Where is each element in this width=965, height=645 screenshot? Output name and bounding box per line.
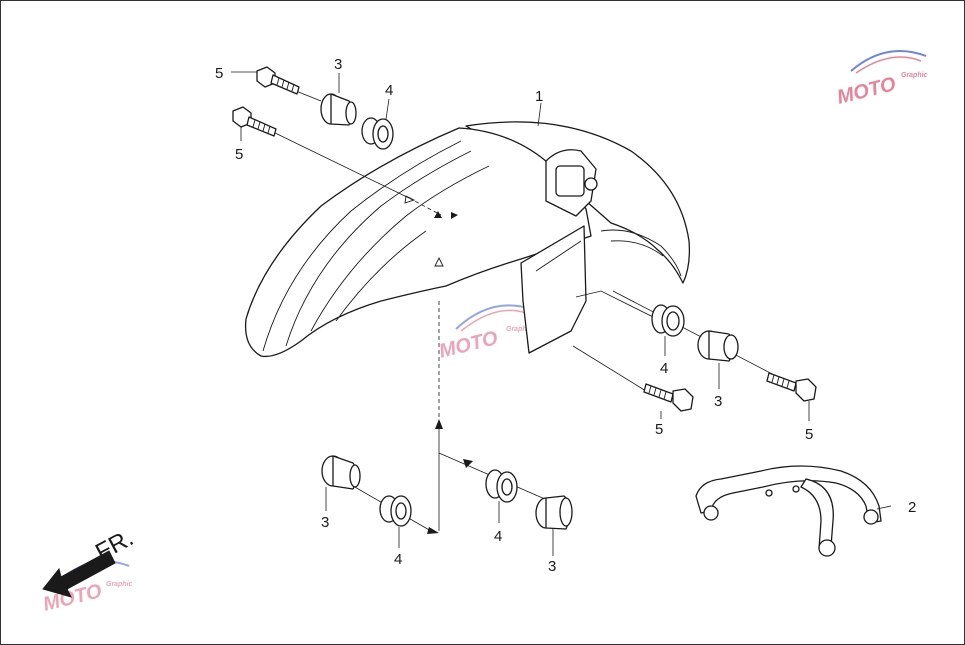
callout-3-top: 3: [334, 56, 342, 73]
bolt-top-2: [232, 106, 277, 137]
callout-1: 1: [535, 88, 543, 105]
collar-bottom-left: [321, 455, 361, 490]
arrow-icon: [42, 550, 116, 598]
callout-5-right-1: 5: [655, 421, 663, 438]
watermark-text: MOTO: [437, 327, 501, 363]
callout-4-bottom-right: 4: [494, 528, 502, 545]
watermark-subtext: Graphic: [106, 581, 133, 588]
bolt-right-1: [643, 383, 694, 412]
callout-5-right-2: 5: [805, 426, 813, 443]
callout-5-top-1: 5: [215, 65, 223, 82]
watermark-text: MOTO: [835, 73, 899, 109]
callout-5-top-2: 5: [235, 146, 243, 163]
grommet-right: [651, 304, 685, 337]
watermark-logo-center: MOTO Graphic: [437, 304, 533, 363]
watermark-subtext: Graphic: [506, 326, 533, 333]
callout-4-top: 4: [385, 82, 393, 99]
collar-bottom-right: [535, 495, 573, 530]
callout-3-bottom-right: 3: [548, 558, 556, 575]
watermark-logo-top-right: MOTO Graphic: [835, 50, 928, 109]
callout-3-right: 3: [714, 393, 722, 410]
callout-4-bottom-left: 4: [394, 551, 402, 568]
grommet-bottom-right: [485, 469, 518, 503]
front-fender: [244, 121, 691, 358]
collar-top: [320, 93, 357, 126]
callout-3-bottom-left: 3: [321, 514, 329, 531]
callouts: 1 2 3 3 3 3 4 4 4 4 5 5 5 5: [215, 56, 916, 575]
callout-4-right: 4: [660, 360, 668, 377]
bolt-top-1: [256, 66, 300, 95]
callout-2: 2: [908, 499, 916, 516]
grommet-bottom-left: [379, 495, 412, 527]
bolt-right-2: [766, 372, 817, 402]
collar-right: [697, 330, 739, 362]
fender-bracket: [695, 465, 882, 557]
watermark-subtext: Graphic: [901, 72, 928, 79]
grommet-top: [361, 117, 394, 150]
